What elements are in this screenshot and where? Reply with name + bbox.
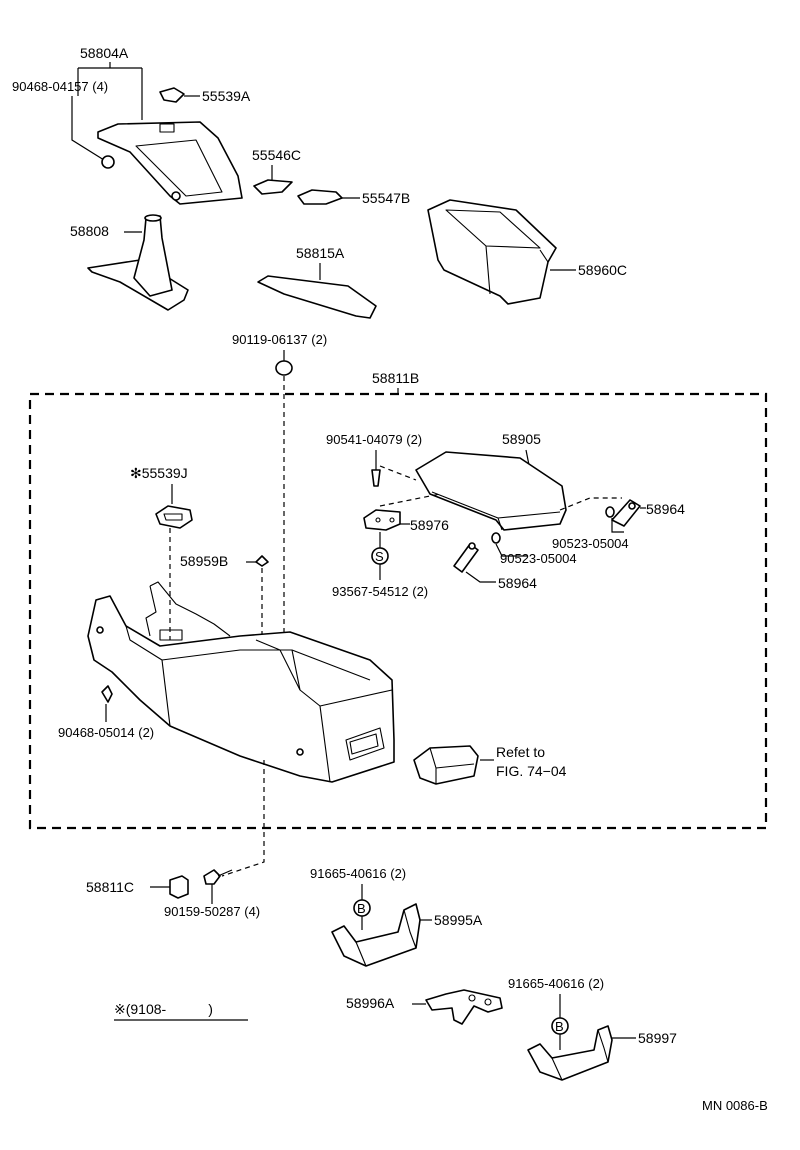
part-58960C <box>427 199 557 305</box>
leader-90468-04157 <box>71 96 105 161</box>
part-58976 <box>363 509 401 531</box>
leader-90523-05004-top <box>611 518 624 533</box>
label-58808: 58808 <box>70 223 109 239</box>
label-58997: 58997 <box>638 1030 677 1046</box>
part-58997 <box>527 1025 613 1081</box>
part-58905 <box>415 451 567 531</box>
label-90523-05004-bot: 90523-05004 <box>500 551 577 566</box>
part-58815A <box>257 275 377 319</box>
part-55547B <box>297 189 343 205</box>
label-58804A: 58804A <box>80 45 129 61</box>
label-58905: 58905 <box>502 431 541 447</box>
label-90159-50287: 90159-50287 (4) <box>164 904 260 919</box>
dash-line-58964-top <box>559 497 622 511</box>
label-90523-05004-top: 90523-05004 <box>552 536 629 551</box>
part-58995A <box>331 903 421 967</box>
symbol-s: S <box>371 547 389 565</box>
label-91665-40616-a: 91665-40616 (2) <box>310 866 406 881</box>
label-58995A: 58995A <box>434 912 483 928</box>
footer-code: MN 0086-B <box>702 1098 768 1113</box>
part-refer-fig-74-04 <box>413 745 479 785</box>
note-9108: ※(9108- ) <box>114 1001 213 1017</box>
part-90119-06137 <box>275 360 293 376</box>
part-58811C <box>169 875 189 899</box>
part-90523-05004-top <box>605 506 615 518</box>
part-90523-05004-bot <box>491 532 501 544</box>
part-55546C <box>253 179 293 195</box>
label-58960C: 58960C <box>578 262 627 278</box>
label-refer-line1: Refet to <box>496 744 545 760</box>
svg-text:B: B <box>357 901 366 916</box>
label-refer-line2: FIG. 74−04 <box>496 763 567 779</box>
part-90468-05014 <box>101 685 113 703</box>
label-58964-top: 58964 <box>646 501 685 517</box>
label-58959B: 58959B <box>180 553 228 569</box>
part-58959B <box>255 555 269 567</box>
dash-line-90541 <box>379 465 417 481</box>
label-55539A: 55539A <box>202 88 251 104</box>
svg-text:S: S <box>375 549 384 564</box>
dash-line-90159 <box>221 760 265 877</box>
part-90541-04079 <box>371 469 381 487</box>
label-58976: 58976 <box>410 517 449 533</box>
label-55547B: 55547B <box>362 190 410 206</box>
leader-58804A <box>77 62 143 120</box>
label-58996A: 58996A <box>346 995 395 1011</box>
label-93567-54512: 93567-54512 (2) <box>332 584 428 599</box>
label-90119-06137: 90119-06137 (2) <box>232 332 327 347</box>
part-58804A <box>97 121 243 205</box>
part-55539J <box>155 505 193 529</box>
label-91665-40616-b: 91665-40616 (2) <box>508 976 604 991</box>
leader-90523-05004-bot <box>495 543 528 557</box>
label-58815A: 58815A <box>296 245 345 261</box>
part-console-body <box>87 581 395 783</box>
symbol-b-1: B <box>353 899 371 917</box>
label-55539J: ✻55539J <box>130 465 188 481</box>
label-90468-04157: 90468-04157 (4) <box>12 79 108 94</box>
part-90159-50287 <box>203 869 233 885</box>
symbol-b-2: B <box>551 1017 569 1035</box>
leader-58964-bot <box>465 571 496 583</box>
label-58964-bot: 58964 <box>498 575 537 591</box>
label-90468-05014: 90468-05014 (2) <box>58 725 154 740</box>
label-55546C: 55546C <box>252 147 301 163</box>
group-box-58811B <box>28 392 768 830</box>
part-58996A <box>425 989 503 1025</box>
part-55539A <box>159 87 185 103</box>
label-58811B: 58811B <box>372 370 419 386</box>
part-58964-bot <box>453 542 479 573</box>
svg-text:B: B <box>555 1019 564 1034</box>
label-58811C: 58811C <box>86 879 134 895</box>
part-58808 <box>87 214 189 311</box>
dash-line-58976 <box>379 493 441 507</box>
label-90541-04079: 90541-04079 (2) <box>326 432 422 447</box>
part-58964-top <box>611 499 641 527</box>
